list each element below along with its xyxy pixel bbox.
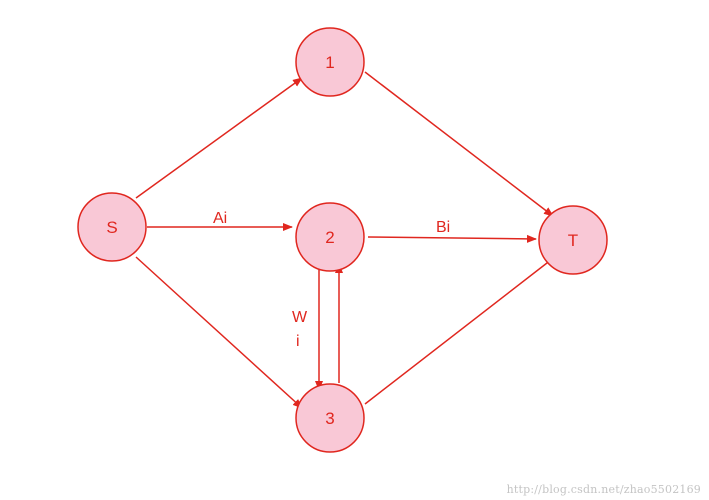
edge-2-to-t <box>367 234 537 243</box>
node-2: 2 <box>295 202 365 272</box>
edge-label-w: W <box>292 309 308 326</box>
node-t-label: T <box>568 231 578 250</box>
edge-label-i: i <box>296 333 300 350</box>
edge-s-to-1 <box>135 77 303 199</box>
edge-3-to-t <box>364 255 557 405</box>
node-1-label: 1 <box>325 53 334 72</box>
node-3-label: 3 <box>325 409 334 428</box>
node-s-label: S <box>106 218 117 237</box>
node-2-label: 2 <box>325 228 334 247</box>
watermark-text: http://blog.csdn.net/zhao5502169 <box>506 483 701 496</box>
node-s: S <box>77 192 147 262</box>
node-1: 1 <box>295 27 365 97</box>
edge-label-ai: Ai <box>213 210 227 227</box>
edge-s-to-3 <box>135 256 303 409</box>
edge-1-to-t <box>364 71 554 217</box>
node-t: T <box>538 205 608 275</box>
edge-label-bi: Bi <box>436 219 450 236</box>
node-3: 3 <box>295 383 365 453</box>
